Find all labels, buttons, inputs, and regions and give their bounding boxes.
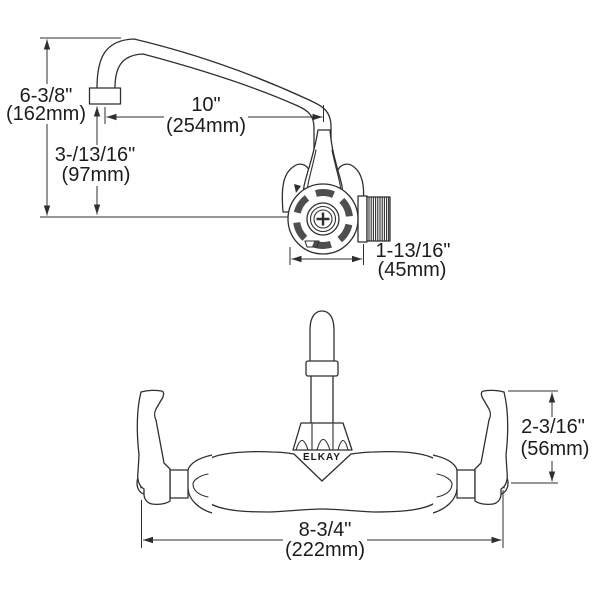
spout-inner-edge	[114, 53, 315, 159]
spout-collar-nut	[305, 360, 339, 377]
coupling-nut-left-arc	[192, 473, 209, 498]
valve-bonnet-ring-mid	[309, 205, 337, 233]
valve-bottom-tab	[304, 240, 320, 248]
dim-spout-height-mm: (162mm)	[6, 103, 86, 125]
dimension-handle-height: 2-3/16" (56mm)	[508, 390, 590, 484]
valve-screw-cross	[316, 212, 330, 226]
dimension-body-depth: 1-13/16" (45mm)	[289, 240, 451, 281]
bonnet-scallops	[295, 438, 349, 451]
index-mark	[294, 184, 301, 193]
dim-outlet-height-inches: 3-/13/16"	[55, 144, 136, 166]
right-handle-assembly	[432, 389, 509, 514]
dimension-spout-reach: 10" (254mm)	[104, 94, 324, 137]
dimension-overall-width: 8-3/4" (222mm)	[141, 490, 504, 561]
nipple-shank	[357, 195, 368, 243]
lever-blade-right	[474, 389, 509, 506]
handle-stem-left	[169, 469, 189, 499]
bottom-view-front-elevation: ELKAY 2-3/16" (56mm)	[136, 310, 590, 561]
spout-bonnet	[292, 422, 353, 451]
brand-label: ELKAY	[303, 452, 341, 463]
dim-body-depth-inches: 1-13/16"	[376, 240, 451, 262]
lever-blade-left	[136, 389, 171, 506]
top-view-side-elevation: 6-3/8" (162mm) 3-/13/16" (97mm) 10" (254…	[6, 37, 451, 281]
dim-spout-height-inches: 6-3/8"	[20, 85, 73, 107]
dim-outlet-height-mm: (97mm)	[62, 164, 131, 186]
dim-handle-height-inches: 2-3/16"	[521, 416, 585, 438]
dimension-spout-height: 6-3/8" (162mm)	[6, 37, 121, 216]
dim-overall-width-mm: (222mm)	[285, 539, 365, 561]
nipple-thread-hatching	[368, 196, 390, 242]
handle-stem-right	[456, 469, 476, 499]
valve-bonnet-ring-inner	[313, 209, 333, 229]
dim-body-depth-mm: (45mm)	[378, 259, 447, 281]
coupling-nut-right-arc	[436, 473, 453, 498]
spout-outlet-aerator	[88, 87, 122, 105]
dimension-outlet-height: 3-/13/16" (97mm)	[55, 106, 136, 215]
dim-spout-reach-inches: 10"	[191, 94, 220, 116]
left-handle-assembly	[136, 389, 213, 514]
bonnet-tube-lines	[311, 423, 334, 450]
spout-tube-dome	[309, 310, 335, 362]
dim-overall-width-inches: 8-3/4"	[299, 519, 352, 541]
dim-spout-reach-mm: (254mm)	[166, 115, 246, 137]
dim-handle-height-mm: (56mm)	[521, 438, 590, 460]
